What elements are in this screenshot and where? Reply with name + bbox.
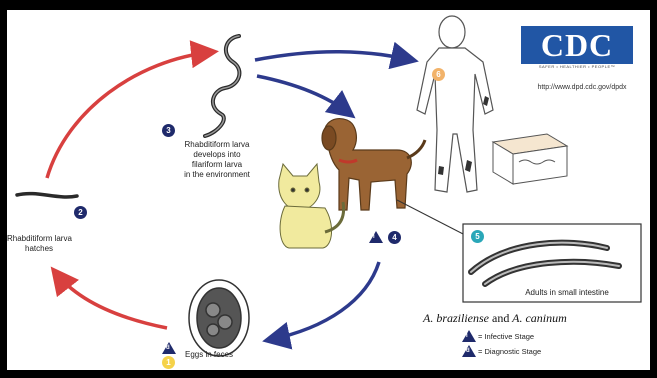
legend-diagnostic-icon: d: [462, 345, 476, 357]
cdc-logo: CDC: [521, 26, 633, 64]
stage-1-label: Eggs in feces: [185, 350, 265, 360]
stage-3-label: Rhabditiform larva develops into filarif…: [167, 140, 267, 180]
arrow-dog-to-eggs: [269, 262, 379, 340]
diagnostic-stage-marker: d: [162, 342, 176, 354]
egg: [189, 280, 249, 356]
legend-diagnostic-text: = Diagnostic Stage: [478, 347, 541, 356]
lifecycle-diagram: CDC SAFER • HEALTHIER • PEOPLE™ http://w…: [7, 10, 650, 370]
human-figure: [417, 16, 493, 192]
stage-5-marker: 5: [471, 230, 484, 243]
cdc-url[interactable]: http://www.dpd.cdc.gov/dpdx: [517, 84, 647, 91]
stage-6-marker: 6: [432, 68, 445, 81]
dog-figure: [322, 119, 425, 210]
stage-4-marker: 4: [388, 231, 401, 244]
infective-stage-marker: i: [369, 231, 383, 243]
stage-2-marker: 2: [74, 206, 87, 219]
cdc-logo-block: CDC SAFER • HEALTHIER • PEOPLE™ http://w…: [517, 26, 637, 78]
arrow-larva-to-dog: [257, 76, 350, 114]
cat-figure: [279, 164, 344, 248]
arrow-eggs-to-hatch: [55, 272, 167, 328]
stage-1-marker: 1: [162, 356, 175, 369]
skin-section: [493, 134, 567, 184]
legend-infective-icon: i: [462, 330, 476, 342]
rhabditiform-larva: [17, 194, 77, 197]
cdc-tagline: SAFER • HEALTHIER • PEOPLE™: [521, 64, 633, 69]
stage-5-label: Adults in small intestine: [507, 288, 627, 298]
legend-infective-text: = Infective Stage: [478, 332, 534, 341]
adults-box: [397, 200, 641, 302]
stage-3-marker: 3: [162, 124, 175, 137]
species-caption: A. braziliense and A. caninum: [423, 311, 567, 326]
arrow-larva-to-human: [255, 52, 412, 60]
stage-2-label: Rhabditiform larva hatches: [7, 234, 107, 254]
